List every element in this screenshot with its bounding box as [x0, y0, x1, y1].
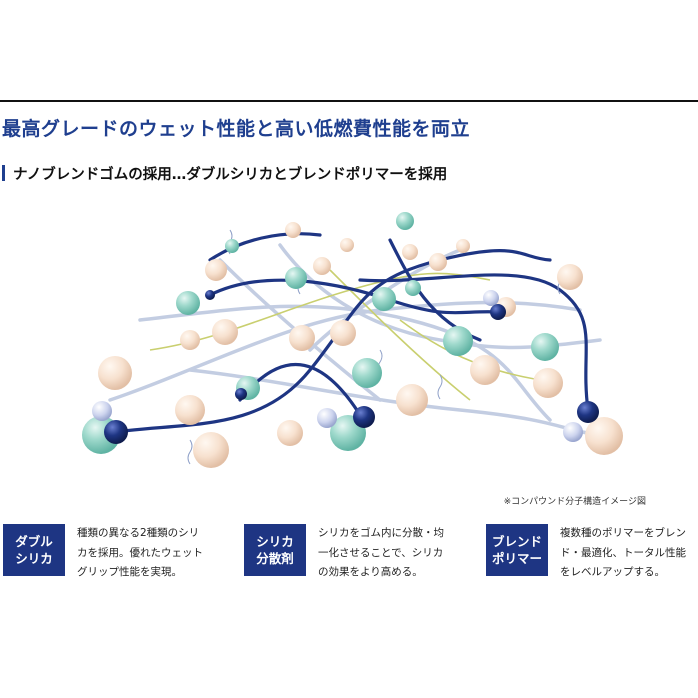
- feature-badge: ブレンド ポリマー: [486, 524, 548, 576]
- description-line: 一化させることで、シリカ: [318, 546, 444, 559]
- yellow-strands: [149, 269, 541, 401]
- compound-molecule-illustration: [82, 212, 623, 468]
- description-line: 種類の異なる2種類のシリ: [77, 527, 200, 539]
- node-spheres: [92, 290, 583, 442]
- feature-list: ダブル シリカ 種類の異なる2種類のシリ カを採用。優れたウェット グリップ性能…: [0, 524, 698, 584]
- feature-badge: ダブル シリカ: [3, 524, 65, 576]
- badge-line: シリカ: [15, 551, 53, 566]
- feature-description: 種類の異なる2種類のシリ カを採用。優れたウェット グリップ性能を実現。: [77, 524, 227, 583]
- subheading-accent-bar: [2, 165, 5, 181]
- badge-line: 分散剤: [256, 551, 294, 566]
- subheading-text: ナノブレンドゴムの採用…ダブルシリカとブレンドポリマーを採用: [13, 166, 448, 183]
- feature-silica-dispersant: シリカ 分散剤 シリカをゴム内に分散・均 一化させることで、シリカ の効果をより…: [244, 524, 468, 583]
- silica-spheres: [82, 212, 559, 454]
- description-line: グリップ性能を実現。: [77, 566, 182, 578]
- description-line: 複数種のポリマーをブレン: [560, 527, 686, 539]
- badge-line: ブレンド: [491, 534, 542, 549]
- illustration-caption: ※コンパウンド分子構造イメージ図: [503, 497, 646, 507]
- badge-line: ポリマー: [491, 551, 542, 566]
- feature-double-silica: ダブル シリカ 種類の異なる2種類のシリ カを採用。優れたウェット グリップ性能…: [3, 524, 227, 583]
- feature-description: シリカをゴム内に分散・均 一化させることで、シリカ の効果をより高める。: [318, 524, 468, 583]
- feature-badge: シリカ 分散剤: [244, 524, 306, 576]
- top-divider: [0, 100, 698, 102]
- feature-description: 複数種のポリマーをブレン ド・最適化、トータル性能 をレベルアップする。: [560, 524, 698, 583]
- filler-spheres: [98, 222, 623, 468]
- description-line: シリカをゴム内に分散・均: [318, 527, 444, 539]
- polymer-end-beads: [104, 290, 599, 444]
- page-headline: 最高グレードのウェット性能と高い低燃費性能を両立: [2, 118, 471, 140]
- description-line: ド・最適化、トータル性能: [560, 546, 686, 559]
- badge-line: ダブル: [15, 534, 53, 549]
- description-line: カを採用。優れたウェット: [77, 546, 203, 559]
- badge-line: シリカ: [256, 534, 294, 549]
- description-line: の効果をより高める。: [318, 566, 423, 578]
- subheading: ナノブレンドゴムの採用…ダブルシリカとブレンドポリマーを採用: [2, 164, 448, 183]
- description-line: をレベルアップする。: [560, 566, 665, 578]
- feature-blend-polymer: ブレンド ポリマー 複数種のポリマーをブレン ド・最適化、トータル性能 をレベル…: [486, 524, 698, 583]
